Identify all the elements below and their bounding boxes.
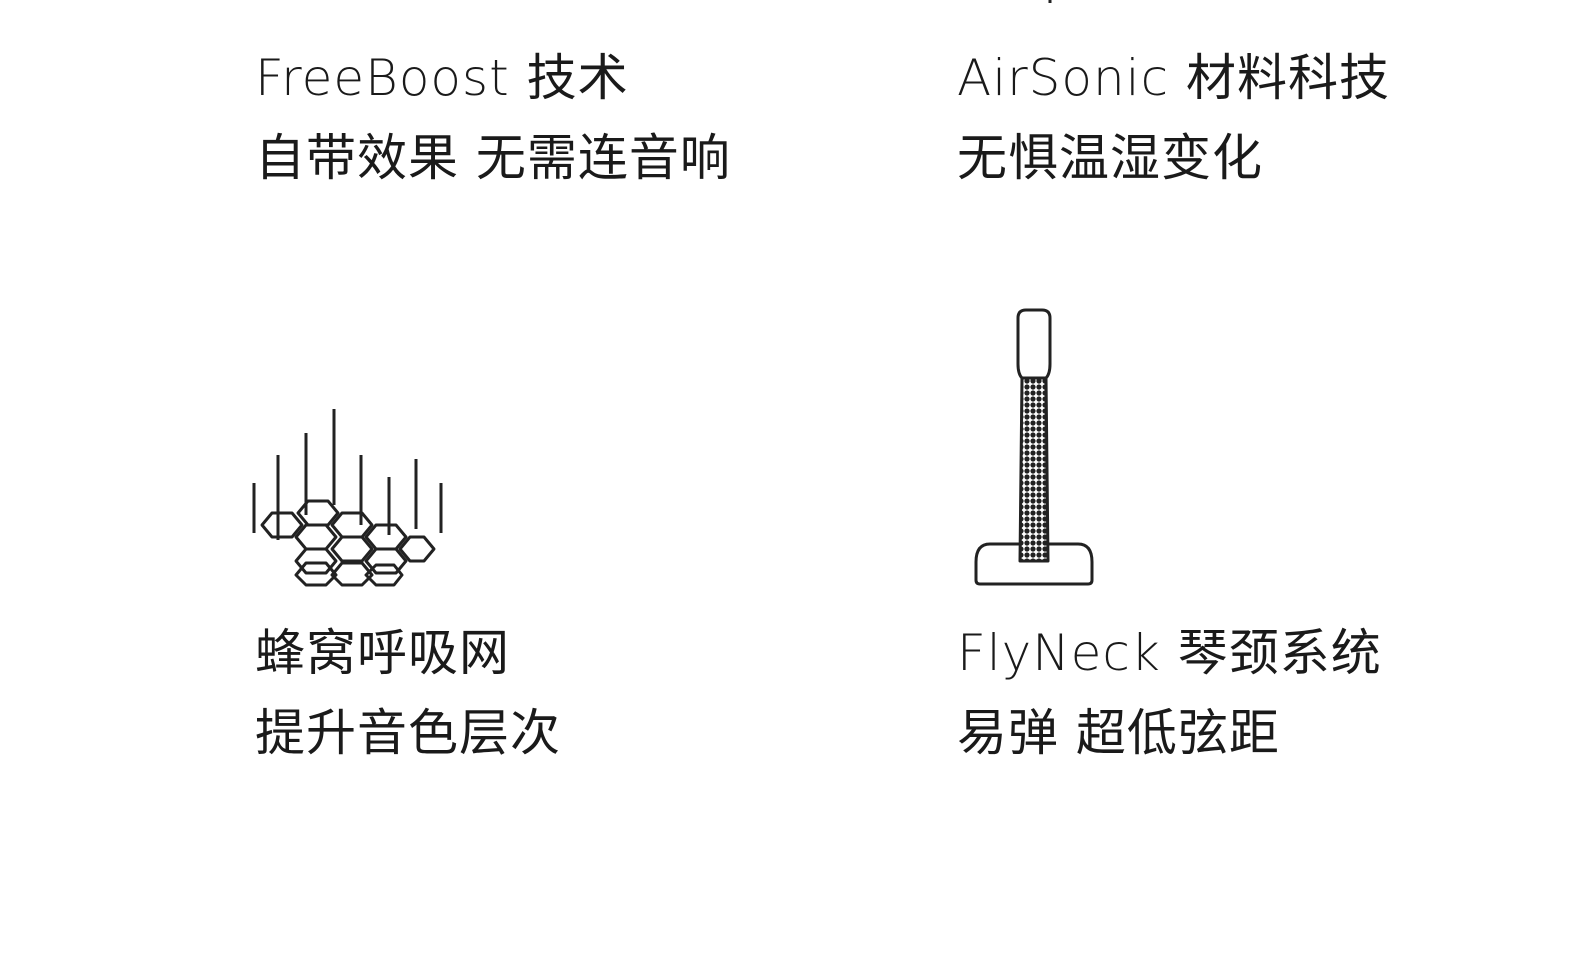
- guitar-neck-stand-icon: [970, 306, 1100, 591]
- airsonic-material-icon: [1040, 0, 1060, 8]
- honeycomb-mesh-icon: [248, 405, 448, 590]
- feature-title: FreeBoost 技术: [255, 49, 629, 107]
- feature-title: FlyNeck 琴颈系统: [957, 624, 1382, 682]
- feature-title: AirSonic 材料科技: [957, 49, 1390, 107]
- feature-subtitle: 易弹 超低弦距: [957, 704, 1280, 762]
- feature-title: 蜂窝呼吸网: [255, 624, 510, 682]
- feature-subtitle: 自带效果 无需连音响: [255, 129, 731, 187]
- feature-subtitle: 提升音色层次: [255, 704, 561, 762]
- feature-subtitle: 无惧温湿变化: [957, 129, 1263, 187]
- freeboost-ring-icon: [280, 0, 410, 8]
